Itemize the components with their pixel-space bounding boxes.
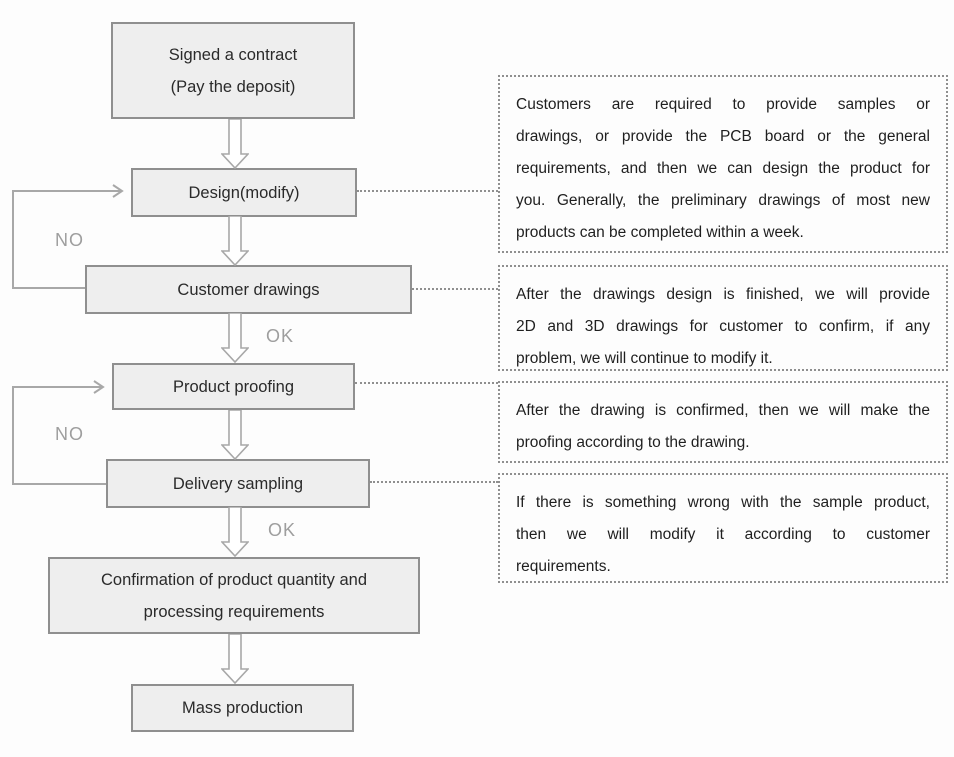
dotted-connector — [357, 190, 498, 192]
flow-node-label: Confirmation of product quantity and — [101, 570, 367, 589]
flow-node-mass-production: Mass production — [131, 684, 354, 732]
flow-node-label: Delivery sampling — [172, 474, 304, 493]
note-design: Customers are required to provide sample… — [498, 75, 948, 253]
flow-node-label: Product proofing — [172, 377, 295, 396]
flow-node-signed-contract: Signed a contract (Pay the deposit) — [111, 22, 355, 119]
note-customer-drawings: After the drawings design is finished, w… — [498, 265, 948, 371]
flow-node-label: Signed a contract — [168, 45, 298, 64]
note-delivery-sampling: If there is something wrong with the sam… — [498, 473, 948, 583]
down-arrow-icon — [221, 313, 249, 363]
flow-node-label: Design(modify) — [188, 183, 300, 202]
no-loop-arrow-icon — [12, 184, 124, 289]
note-text-line: If there is something wrong with the sam… — [516, 494, 930, 511]
note-text-line: proofing according to the drawing. — [516, 434, 750, 451]
flow-node-label: Customer drawings — [177, 280, 320, 299]
down-arrow-icon — [221, 119, 249, 169]
dotted-connector — [355, 382, 498, 384]
flow-node-label: Mass production — [181, 699, 304, 717]
dotted-connector — [370, 481, 498, 483]
edge-label-no: NO — [55, 424, 84, 444]
down-arrow-icon — [221, 634, 249, 684]
note-text-line: you. Generally, the preliminary drawings… — [516, 192, 930, 209]
flow-node-customer-drawings: Customer drawings — [85, 265, 412, 314]
note-text-line: 2D and 3D drawings for customer to confi… — [516, 318, 930, 335]
edge-label-ok: OK — [266, 326, 295, 346]
note-text-line: drawings, or provide the PCB board or th… — [516, 128, 930, 145]
flow-node-label: (Pay the deposit) — [170, 77, 296, 96]
flow-node-label: processing requirements — [143, 602, 325, 621]
note-text-line: After the drawings design is finished, w… — [516, 286, 930, 303]
flow-node-delivery-sampling: Delivery sampling — [106, 459, 370, 508]
note-text-line: Customers are required to provide sample… — [516, 96, 930, 113]
down-arrow-icon — [221, 507, 249, 557]
no-loop-arrow-icon — [12, 380, 106, 485]
edge-label-ok: OK — [268, 520, 297, 540]
note-text-line: problem, we will continue to modify it. — [516, 350, 773, 367]
note-text-line: products can be completed within a week. — [516, 224, 804, 241]
note-text-line: After the drawing is confirmed, then we … — [516, 402, 930, 419]
down-arrow-icon — [221, 410, 249, 460]
flow-node-confirmation: Confirmation of product quantity and pro… — [48, 557, 420, 634]
down-arrow-icon — [221, 216, 249, 266]
edge-label-no: NO — [55, 230, 84, 250]
dotted-connector — [412, 288, 498, 290]
note-text-line: then we will modify it according to cust… — [516, 526, 930, 543]
note-text-line: requirements. — [516, 558, 611, 575]
note-product-proofing: After the drawing is confirmed, then we … — [498, 381, 948, 463]
note-text-line: requirements, and then we can design the… — [516, 160, 930, 177]
flow-node-design: Design(modify) — [131, 168, 357, 217]
flow-node-product-proofing: Product proofing — [112, 363, 355, 410]
